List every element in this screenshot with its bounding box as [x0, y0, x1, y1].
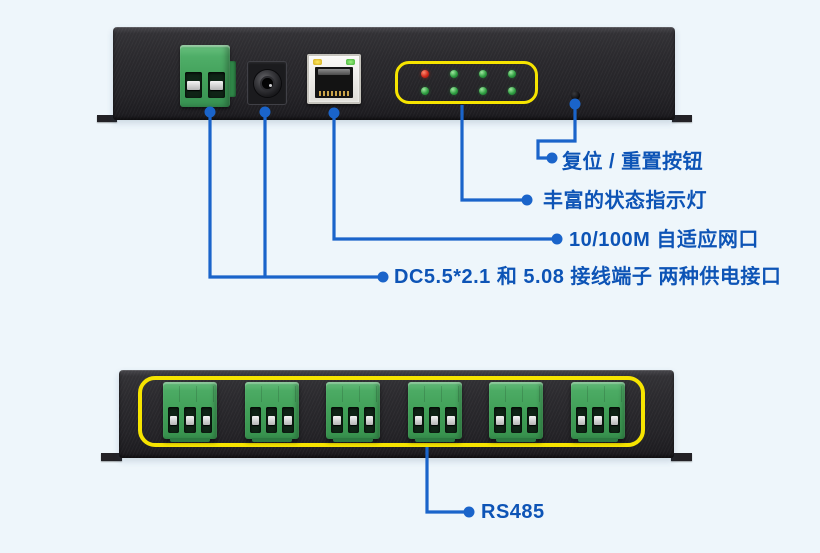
top-device-left-mount-foot	[97, 115, 117, 122]
terminal-pin	[249, 407, 261, 433]
status-leds-label: 丰富的状态指示灯	[543, 190, 707, 212]
status-led-green	[450, 87, 458, 95]
power-label: DC5.5*2.1 和 5.08 接线端子 两种供电接口	[394, 266, 782, 288]
rs485-terminal-row	[163, 382, 625, 442]
status-led-green	[479, 87, 487, 95]
reset-button-hole	[571, 91, 580, 100]
callout-line-ethernet	[332, 113, 557, 241]
rs485-terminal-block	[244, 382, 299, 442]
callout-dot	[328, 107, 340, 119]
terminal-pin	[510, 407, 523, 433]
status-led-green	[479, 70, 487, 78]
top-device-right-mount-foot	[672, 115, 692, 122]
rs485-terminal-block	[326, 382, 381, 442]
rs485-terminal-block	[407, 382, 462, 442]
callout-dot	[259, 106, 271, 118]
terminal-pin	[592, 407, 604, 433]
terminal-pin	[200, 407, 212, 433]
status-led-green	[508, 87, 516, 95]
rs485-terminal-block	[570, 382, 625, 442]
rs485-highlight-box	[138, 376, 645, 447]
terminal-pin	[265, 407, 278, 433]
ethernet-rj45-port	[307, 54, 361, 104]
terminal-pin	[575, 407, 588, 433]
rj45-green-led	[346, 59, 355, 65]
terminal-slots	[494, 407, 539, 433]
terminal-slots	[575, 407, 620, 433]
bottom-device-left-mount-foot	[101, 453, 122, 461]
callout-line-rs485	[425, 447, 469, 514]
terminal-pin	[445, 407, 457, 433]
bottom-device-right-mount-foot	[671, 453, 692, 461]
callout-dot	[463, 506, 475, 518]
callout-dot	[569, 98, 581, 110]
callout-line-power-1	[208, 112, 383, 279]
terminal-pin	[185, 72, 202, 98]
rj45-yellow-led	[313, 59, 322, 65]
callout-dot	[521, 194, 533, 206]
rj45-shield-bar	[318, 69, 350, 75]
terminal-slots	[249, 407, 294, 433]
terminal-pin	[282, 407, 294, 433]
status-led-green	[450, 70, 458, 78]
rj45-port-opening	[315, 67, 353, 98]
status-led-green	[508, 70, 516, 78]
dc-jack-center-pin-hole	[261, 77, 273, 89]
rs485-terminal-block	[489, 382, 544, 442]
terminal-pin	[494, 407, 506, 433]
terminal-pin	[412, 407, 425, 433]
status-led-highlight-box	[395, 61, 538, 104]
terminal-pin	[363, 407, 376, 433]
terminal-slots	[412, 407, 457, 433]
terminal-pin	[331, 407, 343, 433]
terminal-pin	[347, 407, 359, 433]
terminal-slots	[331, 407, 376, 433]
callout-dot	[377, 271, 389, 283]
terminal-pin	[527, 407, 539, 433]
ethernet-label: 10/100M 自适应网口	[569, 229, 759, 251]
dc-barrel-jack	[247, 61, 287, 105]
callout-dot	[546, 152, 558, 164]
terminal-pin	[184, 407, 196, 433]
power-terminal-block-2pin	[180, 45, 236, 107]
callout-line-status-leds	[460, 105, 527, 202]
rs485-terminal-block	[163, 382, 217, 442]
status-led-green	[421, 87, 429, 95]
status-led-red	[421, 70, 429, 78]
power-terminal-slots	[185, 72, 225, 98]
callout-dot	[204, 106, 216, 118]
rs485-label: RS485	[481, 501, 545, 523]
terminal-pin	[168, 407, 180, 433]
terminal-pin	[429, 407, 441, 433]
reset-label: 复位 / 重置按钮	[562, 151, 704, 173]
callout-dot	[551, 233, 563, 245]
callout-line-reset	[536, 104, 577, 160]
terminal-pin	[608, 407, 620, 433]
terminal-slots	[168, 407, 212, 433]
status-led-grid	[395, 61, 538, 104]
rj45-pins	[319, 91, 349, 96]
terminal-pin	[208, 72, 225, 98]
